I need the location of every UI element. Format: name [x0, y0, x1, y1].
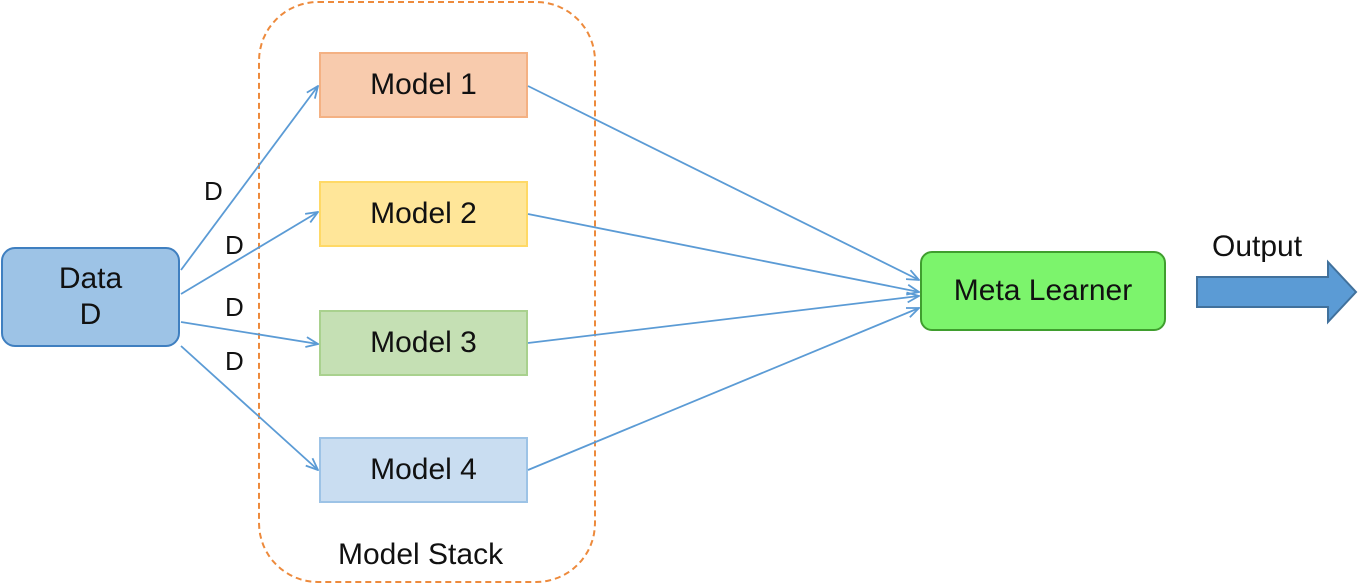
output-arrow-icon	[1196, 259, 1358, 325]
model-4-label: Model 4	[370, 453, 477, 486]
edge-data-to-model-1	[180, 86, 318, 271]
edge-model-4-to-meta	[527, 308, 919, 471]
output-label: Output	[1212, 230, 1303, 263]
edge-model-1-to-meta	[527, 85, 919, 280]
edge-label-model-2: D	[225, 230, 244, 260]
model-1-label: Model 1	[370, 68, 477, 101]
edge-label-model-1: D	[204, 176, 223, 206]
data-node-subtitle: D	[79, 298, 102, 331]
model-2-label: Model 2	[370, 197, 477, 230]
edge-label-model-4: D	[225, 346, 244, 376]
model-stack-label: Model Stack	[338, 538, 504, 571]
edge-label-model-3: D	[225, 292, 244, 322]
model-4-node: Model 4	[319, 437, 528, 503]
edge-model-2-to-meta	[527, 213, 919, 292]
data-node-title: Data	[58, 262, 123, 295]
meta-learner-label: Meta Learner	[953, 274, 1133, 307]
model-3-node: Model 3	[319, 310, 528, 376]
model-1-node: Model 1	[319, 52, 528, 118]
edge-data-to-model-3	[180, 321, 318, 344]
edge-model-3-to-meta	[527, 296, 919, 344]
model-stack-frame	[258, 1, 596, 583]
meta-learner-node: Meta Learner	[920, 251, 1166, 331]
model-3-label: Model 3	[370, 326, 477, 359]
edge-data-to-model-2	[180, 212, 318, 295]
edge-data-to-model-4	[180, 345, 318, 470]
data-node: Data D	[1, 247, 180, 347]
